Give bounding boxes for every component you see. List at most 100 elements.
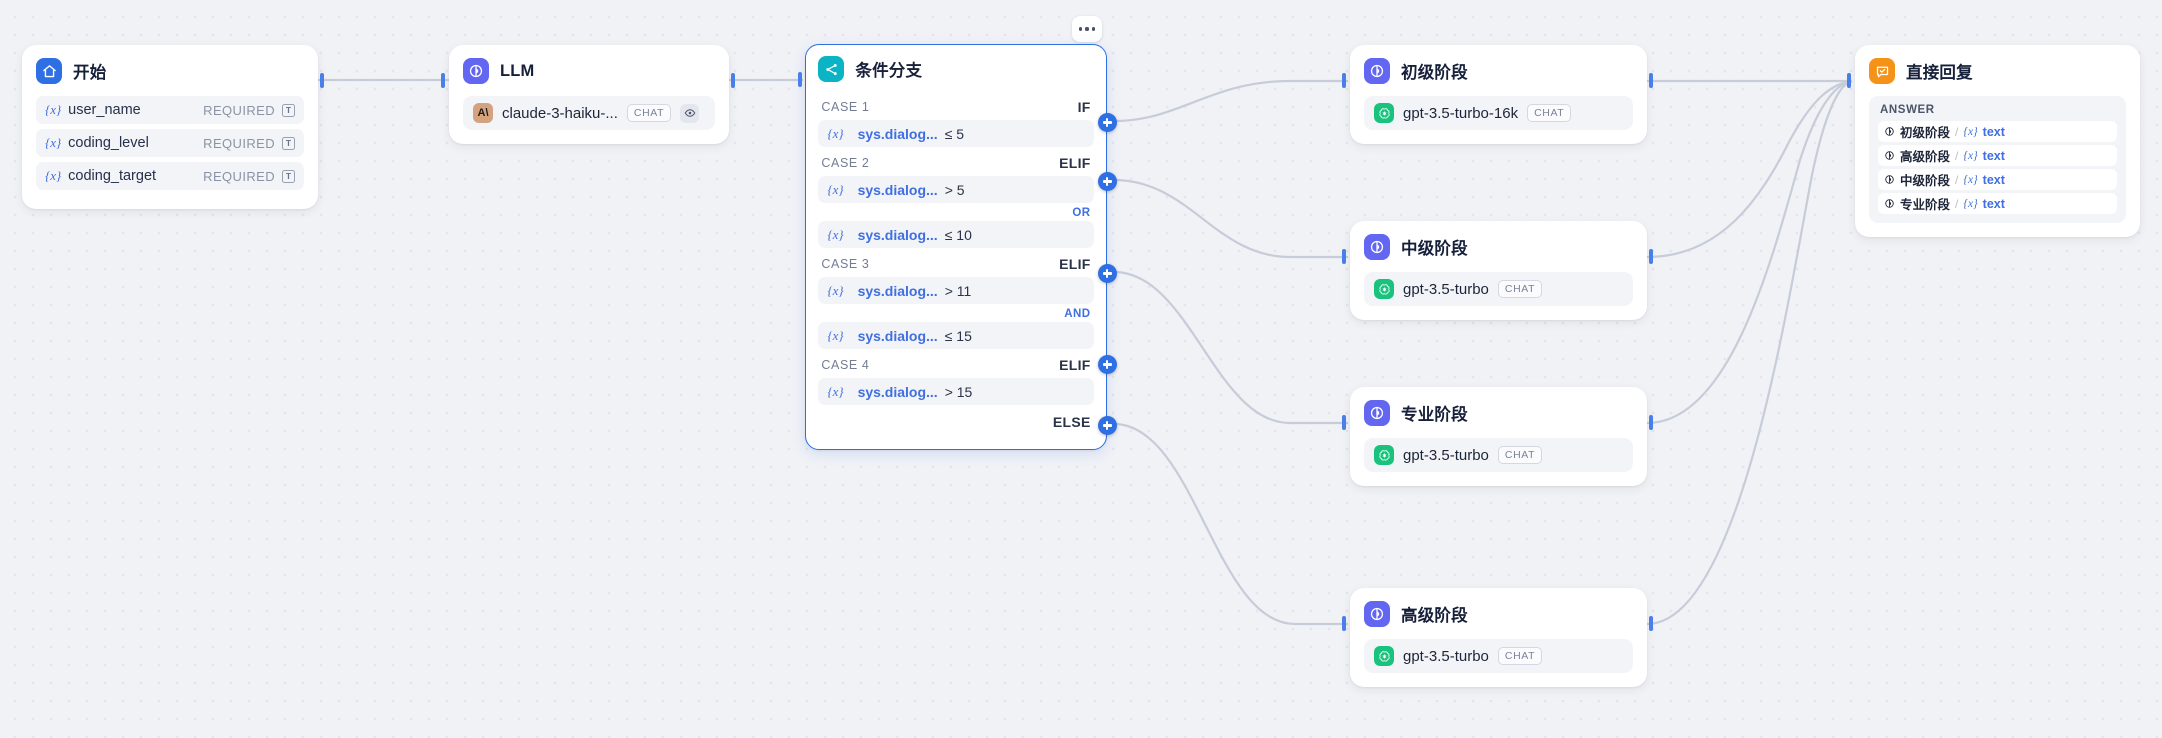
condition-case2-output-handle[interactable] (1097, 172, 1117, 191)
condition-else-output-handle[interactable] (1097, 416, 1117, 435)
stage-beginner-output-handle[interactable] (1649, 73, 1653, 88)
stage-advanced-model-name: gpt-3.5-turbo (1403, 647, 1489, 665)
more-dots-icon (1079, 27, 1083, 31)
stage-intermediate-output-handle[interactable] (1649, 249, 1653, 264)
eye-icon[interactable] (680, 103, 700, 123)
node-stage-advanced[interactable]: 高级阶段 gpt-3.5-turbo CHAT (1342, 588, 1653, 687)
condition-row[interactable]: {x} sys.dialog... > 15 (818, 378, 1094, 406)
condition-row[interactable]: {x} sys.dialog... ≤ 10 (818, 221, 1094, 249)
openai-logo-icon (1374, 103, 1394, 123)
answer-source-node: 中级阶段 (1900, 174, 1951, 188)
stage-advanced-input-handle[interactable] (1342, 616, 1346, 631)
condition-case4-output-handle[interactable] (1097, 355, 1117, 374)
stage-professional-input-handle[interactable] (1342, 415, 1346, 430)
stage-beginner-model-name: gpt-3.5-turbo-16k (1403, 104, 1519, 122)
llm-icon (1885, 127, 1894, 136)
stage-professional-chat-badge: CHAT (1497, 446, 1543, 464)
edge-professional-to-answer (1646, 79, 1853, 425)
node-stage-advanced-header: 高级阶段 (1364, 600, 1633, 628)
openai-logo-icon (1374, 646, 1394, 666)
llm-model-row[interactable]: A\ claude-3-haiku-... CHAT (463, 96, 715, 130)
answer-variable-row[interactable]: 专业阶段 / {x} text (1878, 193, 2117, 214)
node-answer[interactable]: 直接回复 ANSWER 初级阶段 / {x} text 高级阶段 (1847, 45, 2140, 237)
llm-icon (1364, 601, 1390, 627)
case-label: CASE 4 (821, 358, 870, 373)
condition-logic-operator[interactable]: OR (1072, 207, 1091, 220)
node-stage-professional[interactable]: 专业阶段 gpt-3.5-turbo CHAT (1342, 387, 1653, 486)
variable-x-icon: {x} (1963, 125, 1978, 138)
condition-row[interactable]: {x} sys.dialog... ≤ 5 (818, 120, 1094, 148)
variable-x-icon: {x} (1963, 197, 1978, 210)
node-stage-beginner[interactable]: 初级阶段 gpt-3.5-turbo-16k CHAT (1342, 45, 1653, 144)
edge-intermediate-to-answer (1646, 79, 1853, 259)
case-operator: ELIF (1059, 155, 1091, 172)
stage-professional-output-handle[interactable] (1649, 415, 1653, 430)
condition-case-header: CASE 2 ELIF (818, 150, 1093, 176)
start-variable-name: user_name (68, 102, 141, 118)
condition-row[interactable]: {x} sys.dialog... > 11 (818, 277, 1094, 305)
start-variable-row[interactable]: {x} user_name REQUIRED T (36, 96, 304, 124)
stage-intermediate-input-handle[interactable] (1342, 249, 1346, 264)
text-type-icon: T (282, 136, 295, 150)
case-operator: IF (1077, 99, 1091, 116)
llm-icon (1885, 175, 1894, 184)
start-output-handle[interactable] (320, 73, 324, 88)
answer-input-handle[interactable] (1847, 73, 1851, 88)
llm-chat-badge: CHAT (626, 104, 672, 122)
variable-x-icon: {x} (1963, 149, 1978, 162)
node-llm[interactable]: LLM A\ claude-3-haiku-... CHAT (441, 45, 735, 144)
answer-separator: / (1955, 124, 1959, 139)
condition-logic-operator[interactable]: AND (1064, 308, 1091, 321)
answer-variable-name: text (1982, 148, 2005, 163)
node-stage-beginner-title: 初级阶段 (1401, 64, 1468, 82)
answer-variable-row[interactable]: 初级阶段 / {x} text (1878, 121, 2117, 142)
llm-icon (1364, 234, 1390, 260)
stage-beginner-model-row[interactable]: gpt-3.5-turbo-16k CHAT (1364, 96, 1633, 130)
edge-else-to-advanced (1113, 422, 1348, 626)
edge-case2-to-intermediate (1113, 178, 1348, 259)
stage-intermediate-model-row[interactable]: gpt-3.5-turbo CHAT (1364, 272, 1633, 306)
condition-expression: ≤ 10 (944, 226, 972, 243)
condition-row[interactable]: {x} sys.dialog... > 5 (818, 176, 1094, 204)
llm-icon (1885, 151, 1894, 160)
stage-advanced-output-handle[interactable] (1649, 616, 1653, 631)
llm-input-handle[interactable] (441, 73, 445, 88)
anthropic-logo-icon: A\ (473, 103, 493, 123)
condition-input-handle[interactable] (798, 72, 802, 87)
node-stage-beginner-header: 初级阶段 (1364, 57, 1633, 85)
start-variable-row[interactable]: {x} coding_target REQUIRED T (36, 162, 304, 190)
condition-expression: ≤ 15 (944, 327, 972, 344)
node-start-header: 开始 (36, 57, 304, 85)
variable-x-icon: {x} (827, 181, 844, 197)
answer-source-node: 专业阶段 (1900, 198, 1951, 212)
start-variable-row[interactable]: {x} coding_level REQUIRED T (36, 129, 304, 157)
variable-x-icon: {x} (45, 135, 62, 150)
condition-case1-output-handle[interactable] (1097, 113, 1117, 132)
else-label: ELSE (1052, 414, 1091, 431)
condition-row[interactable]: {x} sys.dialog... ≤ 15 (818, 322, 1094, 350)
condition-case3-output-handle[interactable] (1097, 264, 1117, 283)
node-stage-professional-title: 专业阶段 (1401, 406, 1468, 424)
node-condition[interactable]: 条件分支 CASE 1 IF {x} sys.dialog... ≤ 5 CAS… (798, 44, 1117, 450)
more-dots-icon (1085, 27, 1089, 31)
case-label: CASE 1 (821, 100, 870, 115)
stage-advanced-model-row[interactable]: gpt-3.5-turbo CHAT (1364, 639, 1633, 673)
node-stage-intermediate-header: 中级阶段 (1364, 233, 1633, 261)
answer-variable-row[interactable]: 高级阶段 / {x} text (1878, 145, 2117, 166)
condition-more-menu-button[interactable] (1072, 16, 1102, 42)
edge-case3-to-professional (1113, 270, 1348, 425)
llm-icon (1885, 199, 1894, 208)
answer-variable-row[interactable]: 中级阶段 / {x} text (1878, 169, 2117, 190)
node-start[interactable]: 开始 {x} user_name REQUIRED T {x} coding_l… (22, 45, 324, 209)
stage-professional-model-name: gpt-3.5-turbo (1403, 446, 1489, 464)
stage-professional-model-row[interactable]: gpt-3.5-turbo CHAT (1364, 438, 1633, 472)
llm-output-handle[interactable] (731, 73, 735, 88)
stage-advanced-chat-badge: CHAT (1497, 647, 1543, 665)
node-stage-intermediate[interactable]: 中级阶段 gpt-3.5-turbo CHAT (1342, 221, 1653, 320)
stage-beginner-input-handle[interactable] (1342, 73, 1346, 88)
start-variable-required: REQUIRED (203, 135, 275, 151)
llm-model-name: claude-3-haiku-... (502, 104, 618, 122)
variable-x-icon: {x} (827, 125, 844, 141)
case-operator: ELIF (1059, 256, 1091, 273)
